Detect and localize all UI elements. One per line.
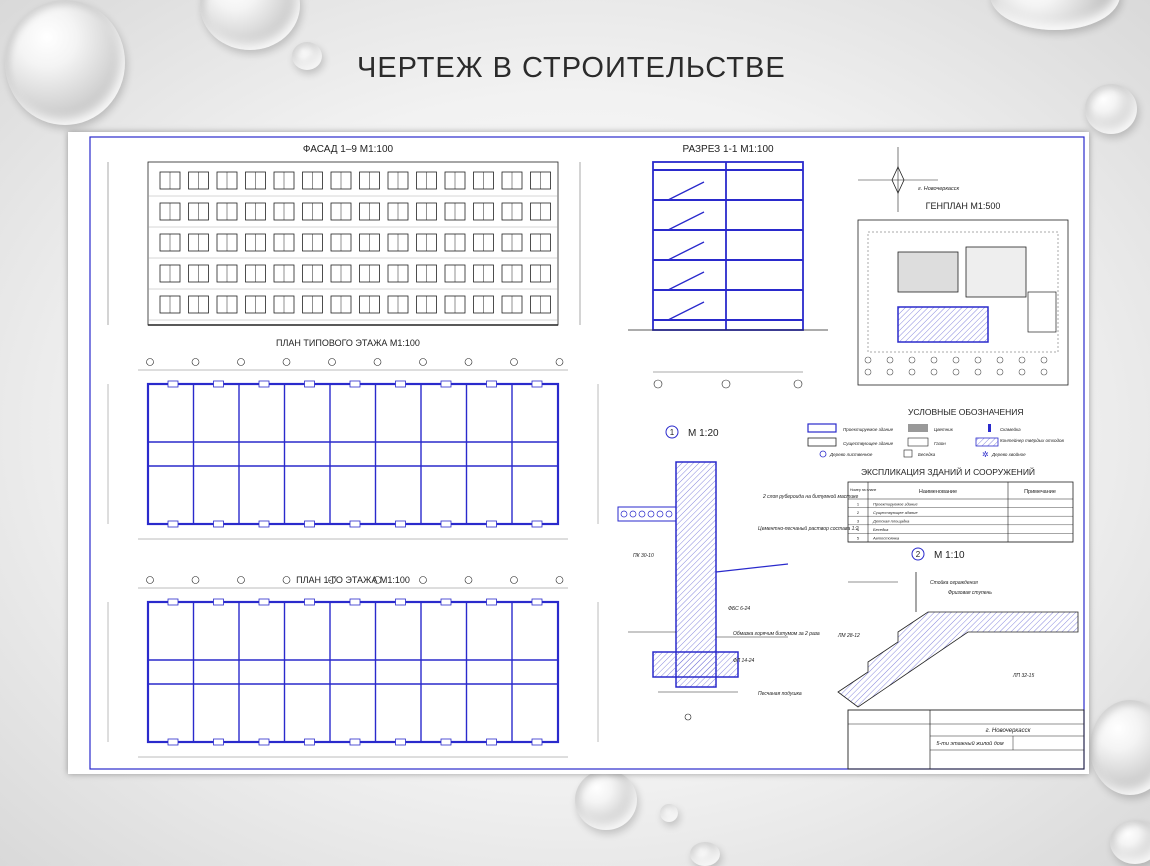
tree-icon: [952, 368, 960, 376]
site-plan-title: ГЕНПЛАН М1:500: [926, 201, 1001, 211]
tree-icon: [886, 356, 894, 364]
construction-drawing: ФАСАД 1–9 М1:100 РАЗРЕЗ 1-1 М1:100 г. Но…: [89, 136, 1085, 770]
conifer-icon: ✲: [982, 450, 989, 459]
tree-icon: [952, 356, 960, 364]
detail-note: Обмазка горячим битумом за 2 раза: [733, 631, 820, 637]
legend-item: Дерево лиственное: [829, 452, 873, 457]
legend-item: Проектируемое здание: [843, 427, 894, 432]
legend-item: Существующее здание: [843, 441, 894, 446]
tree-icon: [1040, 368, 1048, 376]
explication-cell: Существующее здание: [873, 510, 918, 515]
explication-header: Примечание: [1024, 489, 1056, 495]
slide-title: ЧЕРТЕЖ В СТРОИТЕЛЬСТВЕ: [357, 52, 786, 84]
detail-2-view: 2 М 1:10 Стойка ограждения Фризовая ступ…: [837, 547, 1079, 708]
detail-note: 2 слоя рубероида на битумной мастике: [762, 493, 859, 500]
water-drop: [990, 0, 1120, 30]
detail-1-number: 1: [670, 428, 675, 437]
title-block-name: 5-ти этажный жилой дом: [936, 740, 1003, 747]
legend-item: Скамейка: [1000, 426, 1021, 432]
tree-icon: [908, 356, 916, 364]
tree-icon: [886, 368, 894, 376]
tree-icon: [930, 356, 938, 364]
tree-icon: [996, 368, 1004, 376]
facade-title: ФАСАД 1–9 М1:100: [303, 144, 394, 155]
tree-icon: [996, 356, 1004, 364]
site-plan-view: ГЕНПЛАН М1:500: [857, 201, 1069, 386]
detail-1-title: М 1:20: [688, 428, 719, 439]
north-arrow-icon: г. Новочеркасск: [858, 147, 959, 212]
explication-cell: 2: [857, 510, 860, 515]
section-view: РАЗРЕЗ 1-1 М1:100: [628, 144, 828, 389]
tree-icon: [1040, 356, 1048, 364]
legend-item: Беседка: [918, 452, 936, 457]
explication-table: ЭКСПЛИКАЦИЯ ЗДАНИЙ И СООРУЖЕНИЙ Номер на…: [847, 466, 1074, 543]
detail-note: ФБС 6-24: [728, 606, 750, 612]
explication-cell: Беседка: [873, 527, 889, 532]
first-floor-title: ПЛАН 1-ГО ЭТАЖА М1:100: [296, 575, 410, 585]
tree-icon: [974, 356, 982, 364]
explication-header: Наименование: [919, 489, 957, 495]
explication-cell: Детская площадка: [872, 519, 910, 524]
tree-icon: [930, 368, 938, 376]
typical-floor-plan: ПЛАН ТИПОВОГО ЭТАЖА М1:100: [107, 338, 599, 540]
explication-cell: Автостоянка: [872, 536, 900, 541]
water-drop: [1085, 84, 1137, 134]
water-drop: [690, 842, 720, 866]
detail-note: Стойка ограждения: [930, 579, 978, 586]
tree-icon: [864, 368, 872, 376]
detail-note: ЛП 32-15: [1012, 673, 1034, 679]
detail-note: Цементно-песчаный раствор состава 1:2: [758, 525, 859, 532]
water-drop: [660, 804, 678, 822]
explication-header: Номер на плане: [850, 488, 876, 492]
legend-item: Дерево хвойное: [991, 451, 1026, 457]
water-drop: [1110, 820, 1150, 864]
legend: УСЛОВНЫЕ ОБОЗНАЧЕНИЯ Проектируемое здани…: [807, 407, 1064, 459]
tree-icon: [1018, 356, 1026, 364]
legend-item: Газон: [934, 441, 946, 446]
detail-1-view: 1 М 1:20 2 слоя рубероида на битумной ма…: [617, 425, 859, 721]
tree-icon: [908, 368, 916, 376]
legend-item: Цветник: [934, 427, 954, 432]
water-drop: [292, 42, 322, 70]
drawing-sheet: ФАСАД 1–9 М1:100 РАЗРЕЗ 1-1 М1:100 г. Но…: [68, 132, 1089, 774]
facade-view: ФАСАД 1–9 М1:100: [107, 144, 581, 326]
water-drop: [5, 0, 125, 125]
detail-note: ПК 30-10: [633, 553, 654, 559]
water-drop: [575, 770, 637, 830]
tree-icon: [864, 356, 872, 364]
detail-note: ЛМ 28-12: [837, 633, 860, 639]
water-drop: [200, 0, 300, 50]
typical-floor-title: ПЛАН ТИПОВОГО ЭТАЖА М1:100: [276, 338, 420, 348]
explication-cell: Проектируемое здание: [873, 501, 918, 506]
water-drop: [1090, 700, 1150, 795]
tree-icon: [974, 368, 982, 376]
drawing-frame: [89, 136, 1085, 770]
city-label: г. Новочеркасск: [918, 186, 959, 192]
detail-note: ФЛ 14-24: [733, 658, 755, 664]
detail-2-number: 2: [916, 550, 921, 559]
detail-note: Фризовая ступень: [948, 590, 992, 596]
detail-2-title: М 1:10: [934, 550, 965, 561]
first-floor-plan: ПЛАН 1-ГО ЭТАЖА М1:100: [107, 575, 599, 758]
title-block: г. Новочеркасск 5-ти этажный жилой дом: [847, 709, 1085, 770]
tree-icon: [1018, 368, 1026, 376]
explication-cell: 1: [857, 501, 860, 506]
detail-note: Песчаная подушка: [758, 691, 802, 697]
explication-cell: 5: [857, 536, 860, 541]
explication-title: ЭКСПЛИКАЦИЯ ЗДАНИЙ И СООРУЖЕНИЙ: [861, 466, 1035, 477]
title-block-city: г. Новочеркасск: [986, 728, 1032, 734]
section-title: РАЗРЕЗ 1-1 М1:100: [682, 144, 774, 155]
legend-title: УСЛОВНЫЕ ОБОЗНАЧЕНИЯ: [908, 407, 1024, 417]
explication-cell: 3: [857, 519, 860, 524]
legend-item: Контейнер твёрдых отходов: [1000, 437, 1064, 443]
explication-cell: 4: [857, 527, 860, 532]
